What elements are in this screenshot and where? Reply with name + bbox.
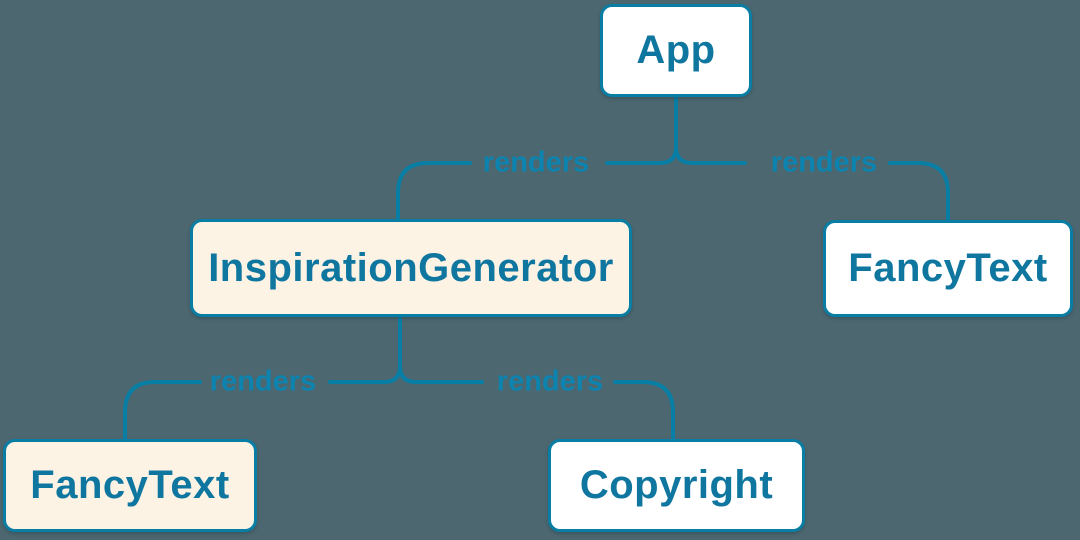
edge-app-to-fancy-text-right bbox=[674, 95, 950, 221]
node-app-label: App bbox=[636, 28, 716, 72]
node-fancy-text-right-label: FancyText bbox=[848, 246, 1048, 290]
node-fancy-text-left-label: FancyText bbox=[30, 463, 230, 507]
edge-inspiration-generator-to-copyright bbox=[398, 315, 675, 440]
edge-label-app-inspiration-generator: renders bbox=[482, 146, 590, 179]
edge-label-inspiration-generator-fancy-text-left: renders bbox=[209, 365, 317, 398]
node-copyright: Copyright bbox=[548, 439, 805, 532]
node-fancy-text-right: FancyText bbox=[823, 220, 1073, 317]
node-inspiration-generator-label: InspirationGenerator bbox=[208, 245, 614, 290]
node-app: App bbox=[600, 4, 752, 97]
edge-label-app-fancy-text-right: renders bbox=[770, 146, 878, 179]
edge-label-inspiration-generator-copyright: renders bbox=[496, 365, 604, 398]
node-fancy-text-left: FancyText bbox=[3, 439, 257, 532]
node-inspiration-generator: InspirationGenerator bbox=[190, 219, 632, 317]
node-copyright-label: Copyright bbox=[579, 463, 774, 507]
